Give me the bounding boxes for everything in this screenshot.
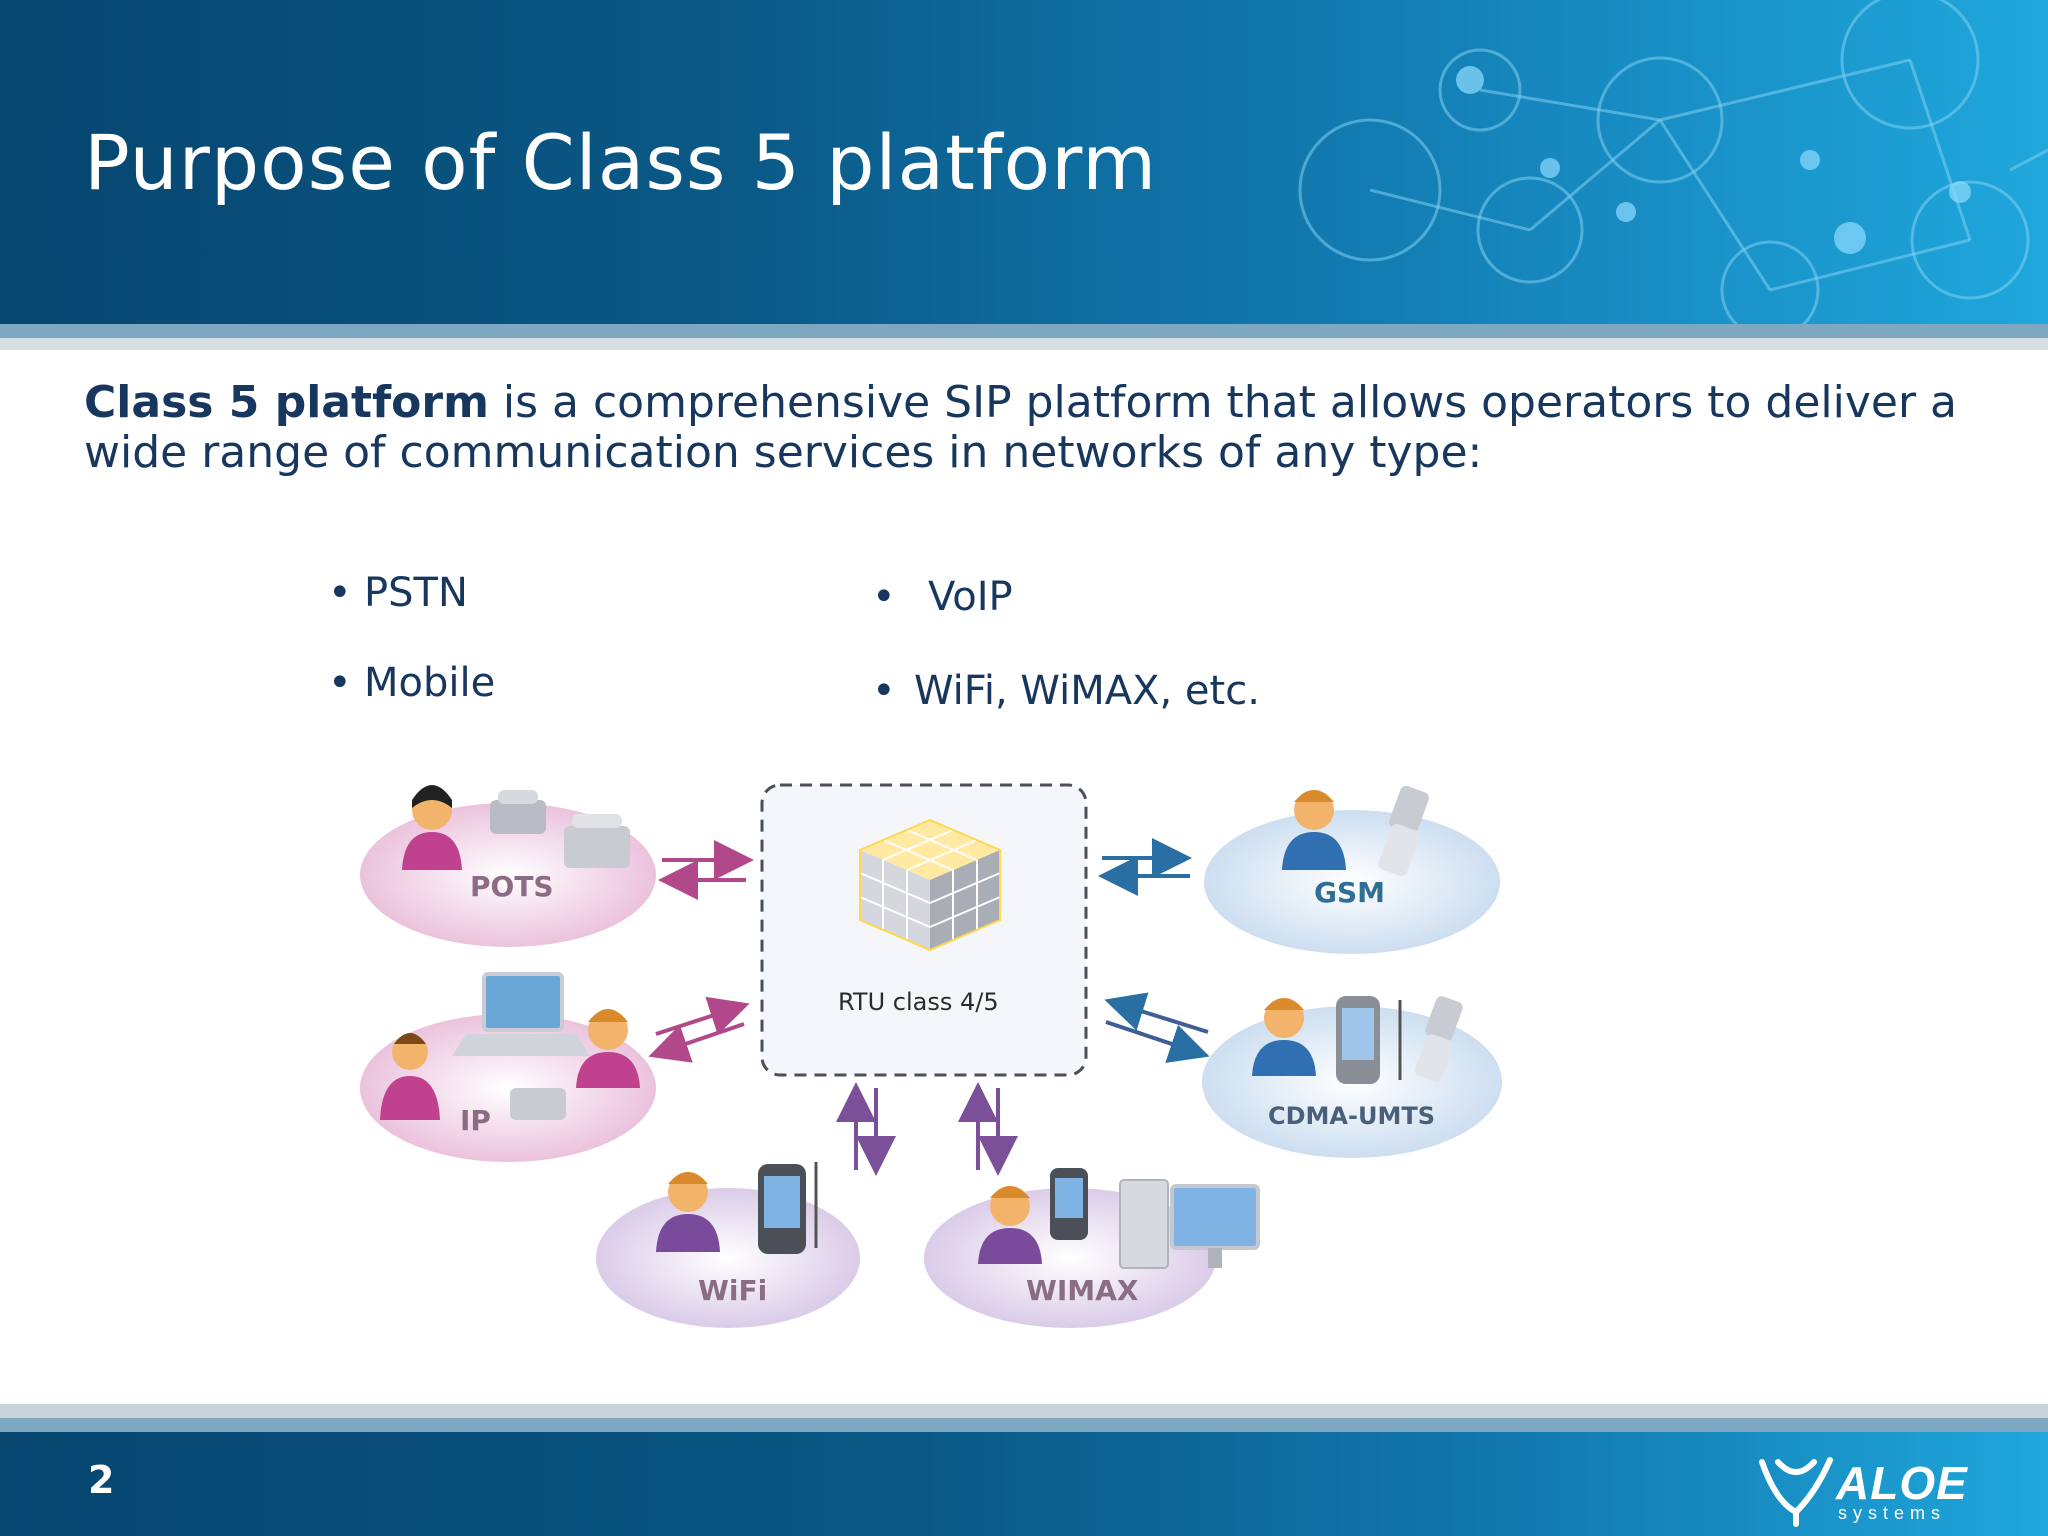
page-number: 2 xyxy=(88,1458,115,1502)
person-icon xyxy=(402,785,462,870)
node-pots: POTS xyxy=(360,785,656,947)
person-icon xyxy=(978,1186,1042,1264)
node-label-ip: IP xyxy=(460,1104,491,1137)
flip-phone-icon xyxy=(1378,785,1429,876)
network-diagram: POTS IP xyxy=(360,783,1502,1328)
bullet-marker: • xyxy=(328,660,352,706)
flip-phone-icon xyxy=(1415,996,1463,1082)
intro-paragraph: Class 5 platform is a comprehensive SIP … xyxy=(84,378,1964,478)
molecule-decoration xyxy=(1298,0,2048,328)
arrow-ip-out xyxy=(648,1022,745,1063)
node-label-wifi: WiFi xyxy=(698,1274,767,1307)
rtu-label: RTU class 4/5 xyxy=(838,988,999,1016)
intro-bold-term: Class 5 platform xyxy=(84,377,489,428)
slide-title: Purpose of Class 5 platform xyxy=(84,118,1158,207)
computer-icon xyxy=(1119,1179,1260,1269)
node-cdma-umts: CDMA-UMTS xyxy=(1202,996,1502,1158)
node-gsm: GSM xyxy=(1204,785,1500,954)
person-icon xyxy=(1282,790,1346,870)
arrows xyxy=(648,838,1210,1176)
phone-icon xyxy=(564,814,630,868)
bullet-label: VoIP xyxy=(928,574,1013,620)
footer-divider-light xyxy=(0,1404,2048,1418)
bullet-item: • WiFi, WiMAX, etc. xyxy=(872,668,1260,714)
header-band: Purpose of Class 5 platform xyxy=(0,0,2048,328)
phone-icon xyxy=(510,1088,566,1120)
node-ip: IP xyxy=(360,972,656,1162)
logo-subtitle: systems xyxy=(1838,1503,1947,1523)
node-label-wimax: WIMAX xyxy=(1026,1274,1139,1307)
bullet-label: WiFi, WiMAX, etc. xyxy=(914,668,1260,714)
mobile-phone-icon xyxy=(1336,996,1402,1084)
bullet-item: • Mobile xyxy=(328,660,495,706)
node-label-cdma-umts: CDMA-UMTS xyxy=(1268,1102,1435,1130)
node-wimax: WIMAX xyxy=(924,1168,1260,1328)
bullet-label: PSTN xyxy=(364,570,468,616)
footer-band xyxy=(0,1432,2048,1536)
node-label-pots: POTS xyxy=(470,870,554,903)
person-icon xyxy=(380,1033,440,1120)
footer-divider xyxy=(0,1418,2048,1432)
header-divider-light xyxy=(0,338,2048,350)
phone-icon xyxy=(490,790,546,834)
bullet-marker: • xyxy=(872,668,896,714)
bullet-item: • PSTN xyxy=(328,570,468,616)
person-icon xyxy=(656,1172,720,1252)
bullet-marker: • xyxy=(872,574,896,620)
node-label-gsm: GSM xyxy=(1314,876,1385,909)
cube-icon xyxy=(859,818,1001,952)
intro-text: is a comprehensive SIP platform that all… xyxy=(84,377,1958,478)
person-icon xyxy=(1252,998,1316,1076)
aloe-logo-icon xyxy=(1759,1457,1833,1527)
laptop-icon xyxy=(452,972,590,1056)
rtu-center-box: RTU class 4/5 xyxy=(760,783,1088,1077)
mobile-phone-icon xyxy=(1050,1168,1088,1240)
bullet-marker: • xyxy=(328,570,352,616)
header-divider xyxy=(0,324,2048,338)
arrow-cdma-out xyxy=(1105,1020,1210,1063)
mobile-phone-icon xyxy=(758,1162,818,1254)
person-icon xyxy=(576,1009,640,1088)
bullet-item: • VoIP xyxy=(872,574,1013,620)
node-wifi: WiFi xyxy=(596,1162,860,1328)
bullet-label: Mobile xyxy=(364,660,496,706)
logo-wordmark: ALOE xyxy=(1836,1457,1968,1509)
